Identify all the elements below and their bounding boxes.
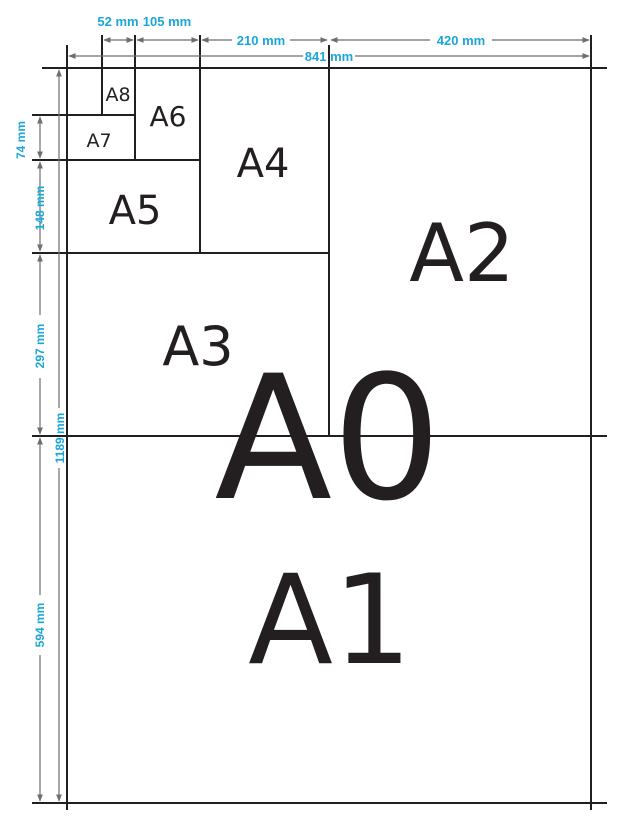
sheet-label-a4: A4: [237, 141, 290, 187]
dim-148-label: 148 mm: [33, 186, 47, 231]
sheet-label-a3: A3: [162, 315, 233, 378]
width-dimensions: [68, 37, 590, 59]
sheet-label-a6: A6: [150, 100, 187, 133]
sheet-label-a2: A2: [409, 207, 515, 300]
sheet-label-a8: A8: [105, 84, 130, 106]
dim-1189-label: 1189 mm: [53, 413, 67, 464]
dim-52-label: 52 mm: [97, 14, 138, 29]
sheet-label-a5: A5: [109, 188, 162, 234]
dim-420-label: 420 mm: [437, 33, 485, 48]
dim-74-label: 74 mm: [14, 121, 28, 159]
dim-594-label: 594 mm: [33, 603, 47, 648]
dim-105-label: 105 mm: [143, 14, 191, 29]
sheet-label-a7: A7: [86, 130, 111, 152]
sheet-boundaries: [32, 35, 607, 810]
dim-297-label: 297 mm: [33, 324, 47, 369]
sheet-label-a1: A1: [248, 549, 412, 693]
height-dimensions: [37, 69, 62, 802]
dim-210-label: 210 mm: [237, 33, 285, 48]
sheet-labels: A8 A7 A6 A5 A4 A3 A2 A0 A1: [86, 84, 514, 693]
dim-841-label: 841 mm: [305, 49, 353, 64]
sheet-label-a0: A0: [214, 338, 441, 539]
dimension-labels: 52 mm 105 mm 210 mm 420 mm 841 mm 74 mm …: [14, 14, 485, 647]
